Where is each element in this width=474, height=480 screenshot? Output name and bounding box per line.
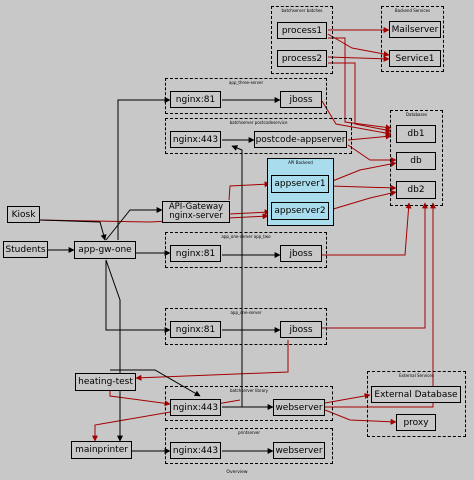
cluster-label: app_three-server xyxy=(228,80,264,85)
node-nginx443-printserver[interactable]: nginx:443 xyxy=(170,442,221,459)
node-students[interactable]: Students xyxy=(3,241,48,258)
edge-gateway-appserver1 xyxy=(228,181,271,201)
node-nginx443-postcode[interactable]: nginx:443 xyxy=(170,131,221,148)
edge-heating-nginx443-black xyxy=(110,369,201,397)
cluster-app-one-two: app_one-server app_two xyxy=(165,232,327,268)
node-mailserver[interactable]: Mailserver xyxy=(389,21,441,38)
node-kiosk[interactable]: Kiosk xyxy=(7,206,40,223)
edge-gw-nginx81-c xyxy=(105,260,171,333)
node-db1[interactable]: db1 xyxy=(396,125,436,143)
edge-gw-mainprinter xyxy=(105,259,123,442)
edge-appserver1-db2 xyxy=(329,184,397,191)
edge-process1-service1 xyxy=(327,33,390,57)
node-api-gateway[interactable]: API-Gateway nginx-server xyxy=(162,201,230,223)
edge-process2-service1 xyxy=(327,55,390,62)
edge-process2-db1 xyxy=(328,62,392,133)
cluster-printserver: printserver xyxy=(165,428,333,464)
cluster-label: batchserver batches xyxy=(281,8,323,13)
node-nginx81-app-one-two[interactable]: nginx:81 xyxy=(170,245,221,262)
edge-gateway-appserver2 xyxy=(228,209,271,216)
node-nginx81-app-one[interactable]: nginx:81 xyxy=(170,321,221,338)
cluster-app-one: app_one-server xyxy=(165,308,327,345)
node-heating-test[interactable]: heating-test xyxy=(75,373,136,391)
edge-gw-gateway xyxy=(105,207,163,241)
cluster-postcode: batchserver postcodeservice xyxy=(165,118,352,154)
node-process1[interactable]: process1 xyxy=(277,22,327,39)
cluster-label: app_one-server xyxy=(230,310,262,315)
edge-postcode-db xyxy=(347,144,397,163)
cluster-label: External Services xyxy=(399,373,434,378)
node-nginx443-library[interactable]: nginx:443 xyxy=(170,399,221,416)
node-external-database[interactable]: External Database xyxy=(371,386,461,403)
cluster-app-three: app_three-server xyxy=(165,78,327,114)
node-jboss-app-three[interactable]: jboss xyxy=(280,91,322,108)
diagram-footer-label: Overview xyxy=(226,470,248,475)
node-postcode-appserver[interactable]: postcode-appserver xyxy=(254,131,347,148)
cluster-label: batchserver library xyxy=(229,388,269,393)
node-appserver2[interactable]: appserver2 xyxy=(271,202,329,220)
node-appserver1[interactable]: appserver1 xyxy=(271,175,329,193)
edge-postcode-db1 xyxy=(347,133,392,141)
node-webserver-library[interactable]: webserver xyxy=(273,399,325,416)
edge-jboss-b-db2 xyxy=(322,202,412,256)
node-nginx81-app-three[interactable]: nginx:81 xyxy=(170,91,221,108)
cluster-external-services: External Services xyxy=(367,371,466,437)
edge-process1-db1 xyxy=(328,37,392,131)
node-jboss-app-one-two[interactable]: jboss xyxy=(280,245,322,262)
edge-appserver1-db xyxy=(329,161,397,183)
node-mainprinter[interactable]: mainprinter xyxy=(71,441,132,459)
cluster-label: batchserver postcodeservice xyxy=(229,120,288,125)
cluster-batch-servers: batchserver batches xyxy=(271,6,333,74)
cluster-label: Databases xyxy=(405,112,428,117)
edge-kiosk-gw xyxy=(39,219,107,241)
cluster-backend-services: Backend Services xyxy=(381,6,444,72)
node-db[interactable]: db xyxy=(396,152,436,170)
edge-gw-nginx81-a xyxy=(117,97,171,240)
edge-jboss-c-db2 xyxy=(322,202,428,329)
edge-appserver2-db2 xyxy=(329,190,397,211)
node-service1[interactable]: Service1 xyxy=(389,50,441,67)
node-db2[interactable]: db2 xyxy=(396,181,436,199)
node-app-gw-one[interactable]: app-gw-one xyxy=(74,241,136,259)
node-process2[interactable]: process2 xyxy=(277,50,327,67)
cluster-label: app_one-server app_two xyxy=(221,234,271,239)
cluster-label: API Backend xyxy=(288,160,313,165)
cluster-label: Backend Services xyxy=(394,8,431,13)
node-proxy[interactable]: proxy xyxy=(396,414,436,431)
edge-webserver-postcode xyxy=(231,145,243,407)
edge-jboss-c-heating xyxy=(135,340,289,381)
edge-webserver-db2 xyxy=(325,202,436,408)
cluster-label: printserver xyxy=(237,430,261,435)
cluster-library: batchserver library xyxy=(165,386,333,421)
node-jboss-app-one[interactable]: jboss xyxy=(280,321,322,338)
edge-webserver-proxy xyxy=(324,409,397,425)
node-webserver-printserver[interactable]: webserver xyxy=(273,442,325,459)
cluster-databases: Databases xyxy=(390,110,443,206)
